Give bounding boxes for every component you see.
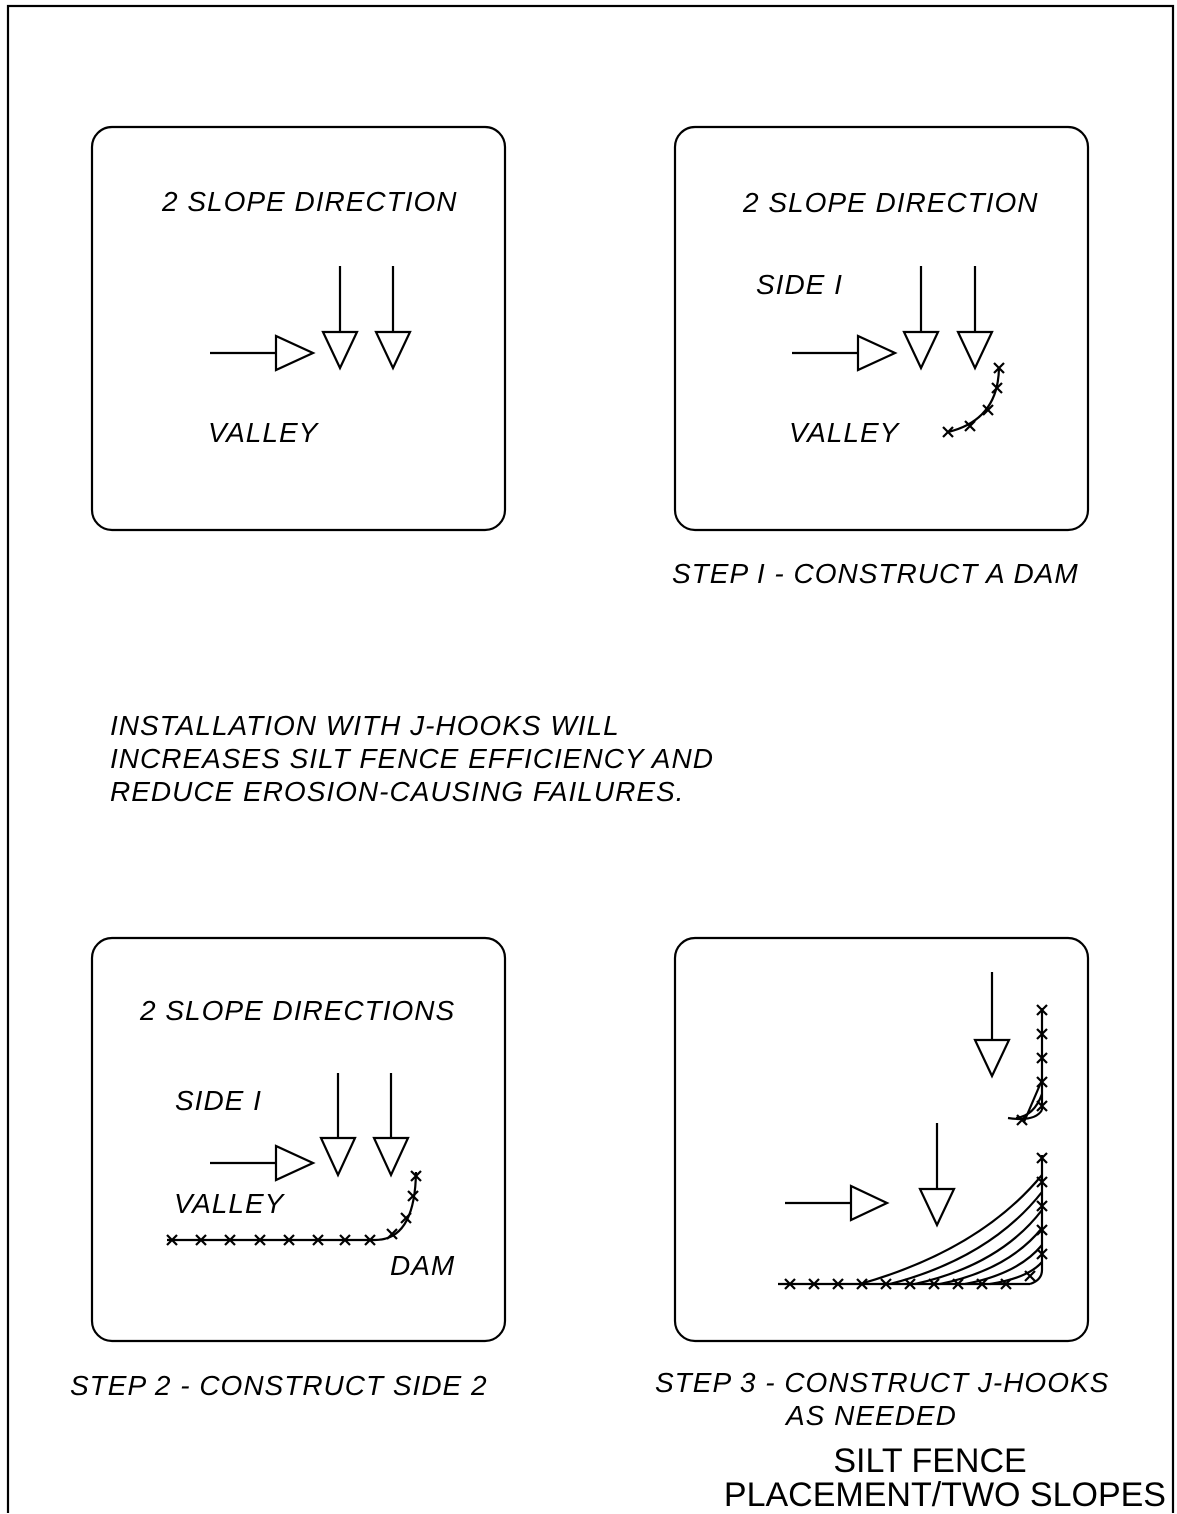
panel-4-lower-j-hook [778,1155,1044,1286]
panel-2-side-label: SIDE I [756,269,843,300]
panel-3-heading: 2 SLOPE DIRECTIONS [140,995,456,1026]
note-line-1: INSTALLATION WITH J-HOOKS WILL [110,710,620,741]
panel-2-fence-marks [941,361,1006,439]
panel-1-valley-label: VALLEY [208,417,319,448]
panel-2-heading: 2 SLOPE DIRECTION [743,187,1039,218]
panel-3-dam-label: DAM [390,1250,456,1281]
panel-1-heading: 2 SLOPE DIRECTION [162,186,458,217]
sheet-border [6,4,1175,1513]
panel-3-arrows [210,1073,410,1182]
panel-4-arrows [785,972,1011,1228]
title-line-1: SILT FENCE [833,1442,1027,1480]
panel-2-caption: STEP I - CONSTRUCT A DAM [672,558,1079,589]
note-line-2: INCREASES SILT FENCE EFFICIENCY AND [110,743,714,774]
panel-1-arrows [210,266,412,372]
panel-2-frame [673,125,1090,532]
note-line-3: REDUCE EROSION-CAUSING FAILURES. [110,776,685,807]
panel-4-caption-line-2: AS NEEDED [786,1400,957,1431]
panel-4-frame [673,936,1090,1343]
panel-2-dam-fence [947,367,1001,434]
panel-4-fence-marks [783,1003,1049,1291]
panel-2-valley-label: VALLEY [789,417,900,448]
panel-4-upper-j-hook [1007,1008,1044,1123]
panel-3-caption: STEP 2 - CONSTRUCT SIDE 2 [70,1370,488,1401]
panel-3-fence-line [167,1171,418,1242]
panel-4-caption-line-1: STEP 3 - CONSTRUCT J-HOOKS [655,1367,1110,1398]
panel-2-arrows [792,266,994,372]
panel-3-side-label: SIDE I [175,1085,262,1116]
title-line-2: PLACEMENT/TWO SLOPES [723,1476,1166,1514]
panel-3-frame [90,936,507,1343]
panel-3-valley-label: VALLEY [174,1188,285,1219]
panel-1-frame [90,125,507,532]
